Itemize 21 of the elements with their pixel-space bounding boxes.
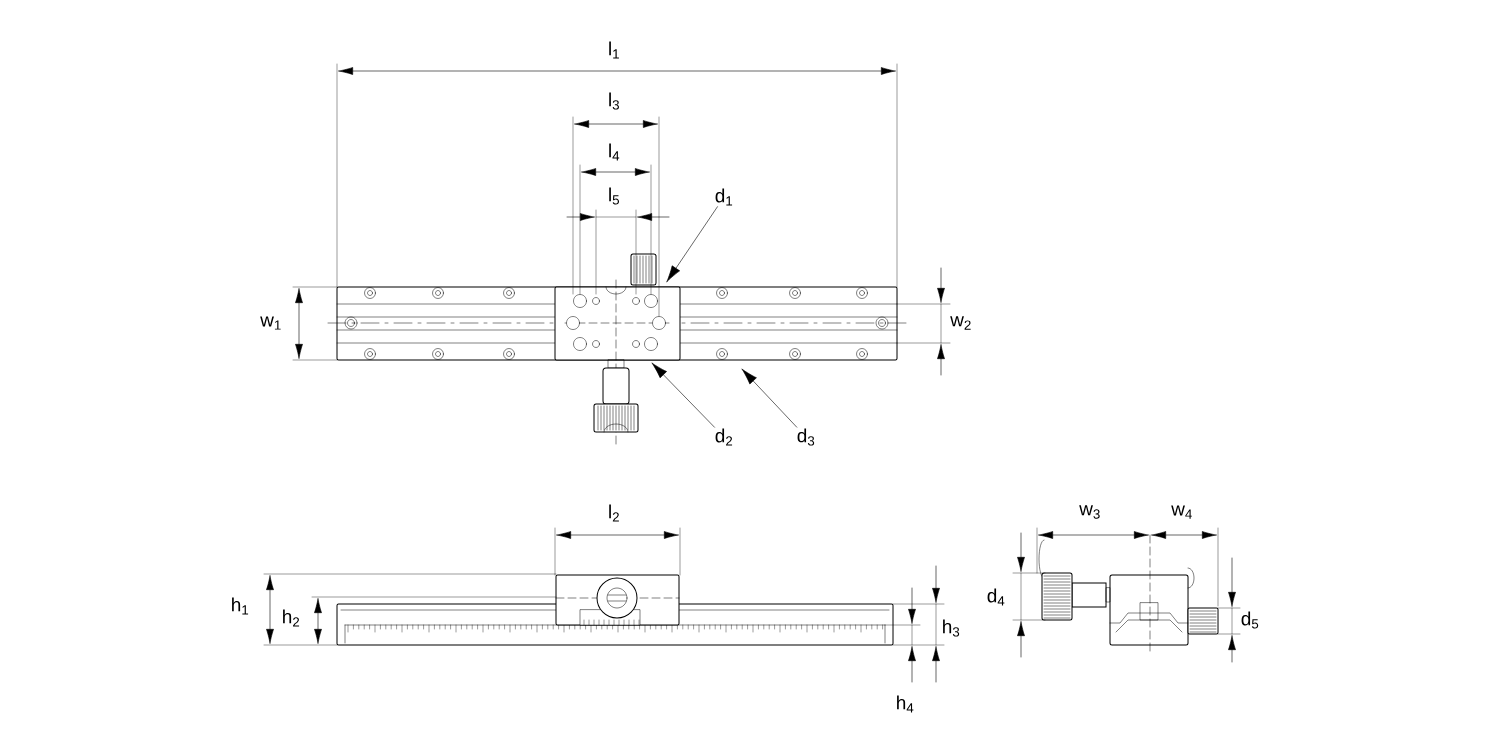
leader-line xyxy=(741,368,798,428)
dimension-label: w$_{3}$ xyxy=(1079,505,1100,519)
dimension-label: d$_{4}$ xyxy=(987,588,1005,606)
dimension-label: l$_{3}$ xyxy=(609,92,619,110)
dimension-label: d$_{5}$ xyxy=(1241,611,1259,629)
leader-line xyxy=(651,362,715,428)
dimension-label: d$_{3}$ xyxy=(797,428,815,446)
dimension-label: l$_{4}$ xyxy=(609,143,620,161)
dimension-label: h$_{2}$ xyxy=(283,609,300,627)
dimension-label: l$_{5}$ xyxy=(609,187,619,205)
dimension-label: h$_{3}$ xyxy=(943,619,960,637)
leader-line xyxy=(666,206,718,282)
dimension-label: d$_{1}$ xyxy=(715,188,733,206)
dimension-label: l$_{2}$ xyxy=(609,504,619,522)
dimension-label: h$_{1}$ xyxy=(232,597,249,615)
dimension-label: h$_{4}$ xyxy=(897,695,914,713)
dimension-label: w$_{4}$ xyxy=(1171,505,1192,519)
dimension-label: l$_{1}$ xyxy=(609,41,619,59)
dimension-label: d$_{2}$ xyxy=(715,428,733,446)
dimension-label: w$_{1}$ xyxy=(260,316,281,330)
dimension-label: w$_{2}$ xyxy=(950,316,971,330)
